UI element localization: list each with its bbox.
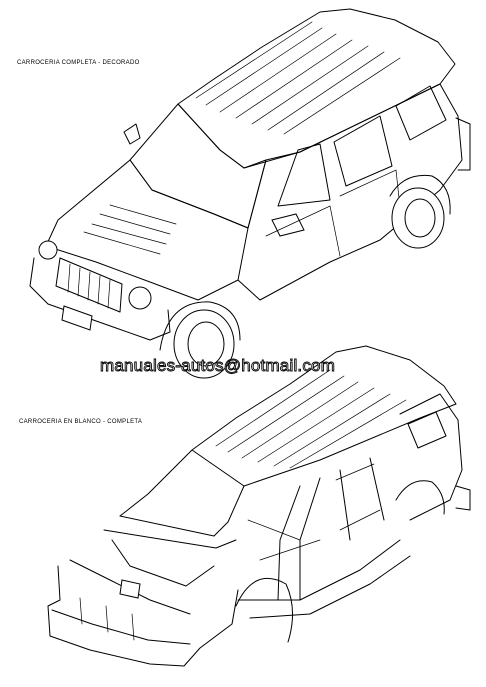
caption-body-in-white: CARROCERIA EN BLANCO - COMPLETA xyxy=(19,419,143,425)
watermark-email: manuales-autos@hotmail.com xyxy=(100,356,336,376)
caption-complete-body-decorated: CARROCERIA COMPLETA - DECORADO xyxy=(17,60,140,66)
suv-outline xyxy=(29,8,471,379)
bodyshell-outline xyxy=(47,345,471,667)
